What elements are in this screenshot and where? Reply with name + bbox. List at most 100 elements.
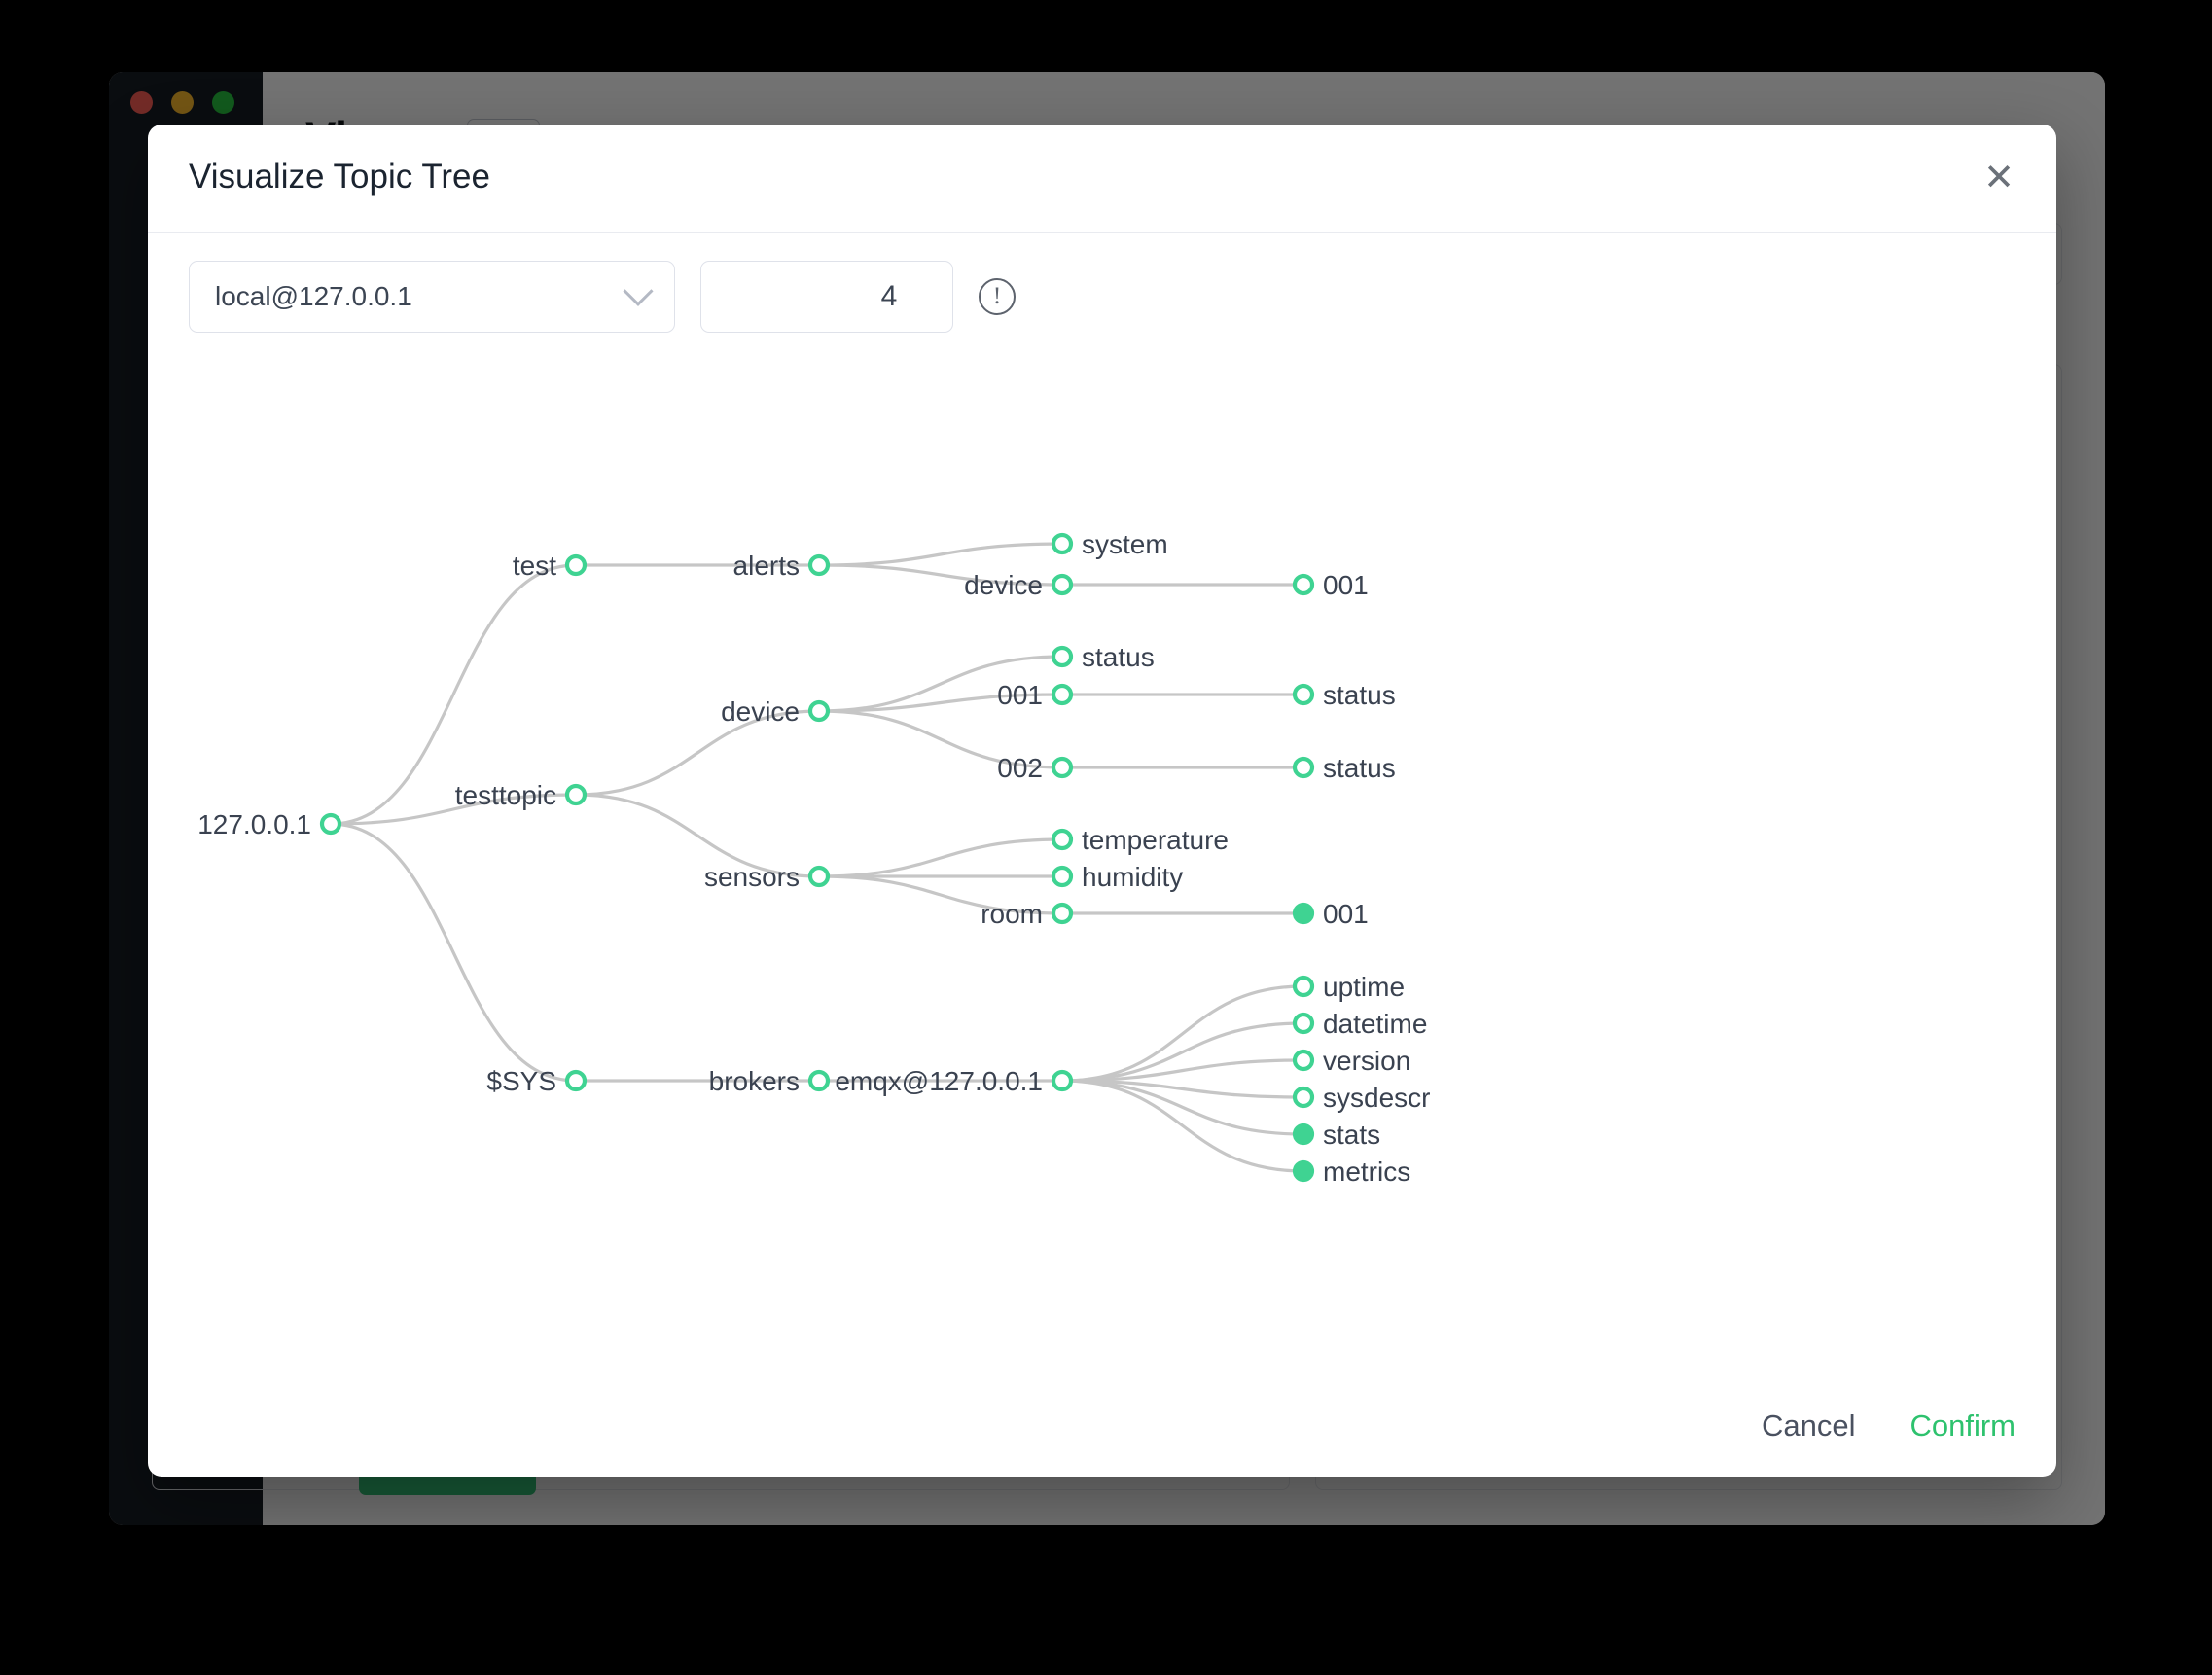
tree-node-label: status (1323, 680, 1396, 710)
tree-link (1061, 984, 1304, 1083)
tree-node-label: room (981, 899, 1043, 929)
tree-node[interactable]: 001 (1292, 899, 1369, 929)
dialog-header: Visualize Topic Tree ✕ (148, 125, 2056, 233)
confirm-button[interactable]: Confirm (1909, 1408, 2016, 1443)
tree-node-label: testtopic (455, 780, 556, 810)
tree-link (818, 838, 1063, 878)
chevron-down-icon (623, 275, 654, 306)
close-icon[interactable]: ✕ (1983, 158, 2015, 198)
tree-links (330, 542, 1304, 1173)
dialog-footer: Cancel Confirm (1762, 1408, 2016, 1443)
tree-node[interactable]: testtopic (455, 780, 588, 810)
tree-link (1061, 1079, 1304, 1136)
tree-node[interactable]: temperature (1051, 825, 1229, 855)
tree-node-icon[interactable] (1051, 865, 1074, 888)
tree-link (330, 793, 577, 826)
tree-link (818, 709, 1063, 769)
tree-node-label: status (1082, 642, 1155, 672)
tree-node-icon[interactable] (1292, 1012, 1315, 1035)
broker-select-value: local@127.0.0.1 (215, 281, 412, 311)
tree-node-icon[interactable] (1051, 902, 1074, 925)
tree-node-icon[interactable] (1051, 532, 1074, 555)
topic-tree-canvas[interactable]: 127.0.0.1 test testtopic $SYS alerts device se… (148, 366, 2056, 1360)
tree-node[interactable]: version (1292, 1046, 1410, 1076)
tree-link (818, 693, 1063, 713)
tree-node-label: 002 (997, 753, 1043, 783)
tree-node[interactable]: 001 (997, 680, 1074, 710)
tree-link (330, 822, 577, 1083)
tree-node-icon[interactable] (1051, 683, 1074, 706)
tree-node-icon[interactable] (807, 1069, 831, 1092)
tree-node[interactable]: room (981, 899, 1074, 929)
tree-node-icon[interactable] (1292, 573, 1315, 596)
tree-node-icon[interactable] (807, 699, 831, 723)
tree-node[interactable]: stats (1292, 1120, 1380, 1150)
tree-link (1061, 1079, 1304, 1173)
tree-node[interactable]: brokers (709, 1066, 831, 1096)
tree-node-label: test (513, 551, 556, 581)
exclamation-circle-icon[interactable]: ! (979, 278, 1016, 315)
dialog-title: Visualize Topic Tree (189, 158, 490, 196)
tree-node[interactable]: datetime (1292, 1009, 1427, 1039)
tree-node-collapsed-icon[interactable] (1292, 1159, 1315, 1183)
tree-link (575, 709, 820, 797)
tree-node-label: 001 (1323, 899, 1369, 929)
dialog-controls: local@127.0.0.1 ! (189, 261, 1016, 333)
tree-node[interactable]: 001 (1292, 570, 1369, 600)
tree-node[interactable]: humidity (1051, 862, 1183, 892)
tree-node-icon[interactable] (1051, 828, 1074, 851)
tree-node[interactable]: 127.0.0.1 (197, 809, 342, 839)
tree-node[interactable]: alerts (733, 551, 831, 581)
broker-select[interactable]: local@127.0.0.1 (189, 261, 675, 333)
tree-node-icon[interactable] (1292, 1086, 1315, 1109)
tree-node-label: system (1082, 529, 1168, 559)
tree-node[interactable]: emqx@127.0.0.1 (835, 1066, 1074, 1096)
tree-node[interactable]: status (1292, 680, 1396, 710)
tree-node-icon[interactable] (1051, 573, 1074, 596)
tree-node[interactable]: sysdescr (1292, 1083, 1430, 1113)
tree-node-icon[interactable] (1292, 756, 1315, 779)
tree-link (575, 793, 820, 878)
tree-link (818, 563, 1063, 587)
tree-node-label: temperature (1082, 825, 1229, 855)
tree-node-collapsed-icon[interactable] (1292, 902, 1315, 925)
tree-node-icon[interactable] (564, 783, 588, 806)
tree-node-icon[interactable] (1051, 645, 1074, 668)
tree-node-icon[interactable] (319, 812, 342, 836)
tree-link (818, 655, 1063, 713)
tree-node-collapsed-icon[interactable] (1292, 1123, 1315, 1146)
depth-input[interactable] (701, 262, 952, 332)
cancel-button[interactable]: Cancel (1761, 1408, 1856, 1443)
tree-node-icon[interactable] (1051, 756, 1074, 779)
tree-node-label: stats (1323, 1120, 1380, 1150)
tree-node-icon[interactable] (1292, 683, 1315, 706)
tree-node[interactable]: status (1051, 642, 1155, 672)
tree-node[interactable]: test (513, 551, 588, 581)
tree-node-icon[interactable] (564, 553, 588, 577)
tree-node-label: emqx@127.0.0.1 (835, 1066, 1043, 1096)
tree-node-label: 001 (997, 680, 1043, 710)
tree-node[interactable]: 002 (997, 753, 1074, 783)
tree-link (818, 542, 1063, 567)
tree-node-label: device (721, 696, 800, 727)
tree-node[interactable]: system (1051, 529, 1168, 559)
tree-node[interactable]: uptime (1292, 972, 1405, 1002)
depth-stepper-group[interactable] (700, 261, 953, 333)
tree-node[interactable]: metrics (1292, 1157, 1410, 1187)
tree-link (1061, 1079, 1304, 1099)
tree-node-icon[interactable] (807, 553, 831, 577)
tree-node[interactable]: device (964, 570, 1074, 600)
tree-node-icon[interactable] (1292, 975, 1315, 998)
tree-node-label: sensors (704, 862, 800, 892)
tree-node[interactable]: sensors (704, 862, 831, 892)
tree-node-icon[interactable] (807, 865, 831, 888)
tree-node[interactable]: $SYS (486, 1066, 588, 1096)
tree-node[interactable]: status (1292, 753, 1396, 783)
tree-node[interactable]: device (721, 696, 831, 727)
tree-node-icon[interactable] (1292, 1049, 1315, 1072)
tree-node-label: alerts (733, 551, 800, 581)
visualize-topic-tree-dialog: Visualize Topic Tree ✕ local@127.0.0.1 (148, 125, 2056, 1477)
tree-node-icon[interactable] (564, 1069, 588, 1092)
tree-node-icon[interactable] (1051, 1069, 1074, 1092)
tree-node-label: $SYS (486, 1066, 556, 1096)
